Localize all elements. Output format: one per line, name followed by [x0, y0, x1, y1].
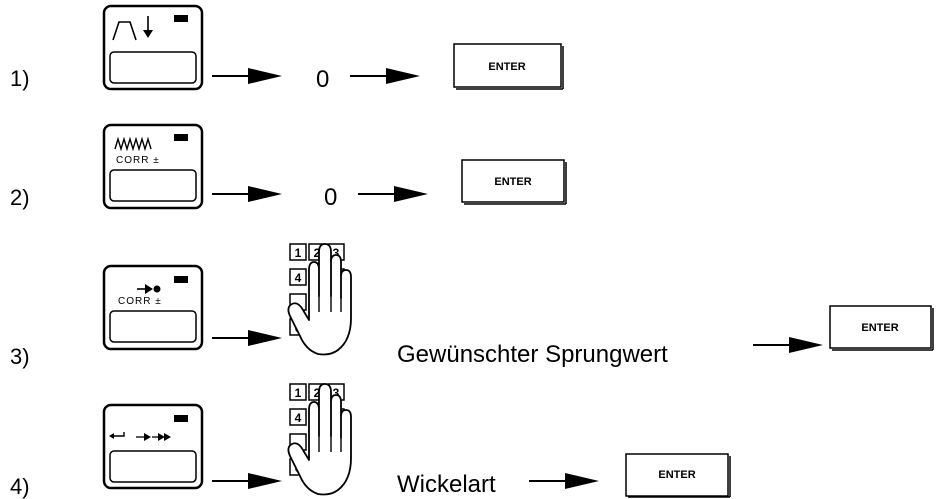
enter-label: ENTER — [658, 469, 695, 481]
step-3-number: 3) — [10, 344, 30, 369]
step-4: 4) 1 2 — [10, 384, 730, 499]
arrow-icon — [212, 473, 282, 489]
step-2: 2) CORR ± 0 ENTER — [10, 125, 566, 211]
enter-label: ENTER — [861, 322, 898, 334]
step-1-function-key[interactable] — [104, 6, 202, 89]
led-indicator — [174, 276, 188, 283]
arrow-icon — [529, 473, 599, 489]
step-4-keypad[interactable]: 1 2 3 4 0 — [288, 384, 351, 495]
enter-key[interactable]: ENTER — [830, 306, 933, 350]
led-indicator — [174, 134, 188, 141]
step-3: 3) CORR ± 1 2 3 4 — [10, 244, 933, 369]
enter-label: ENTER — [488, 61, 525, 73]
step-1-number: 1) — [10, 66, 30, 91]
key-display-field — [110, 52, 196, 83]
arrow-icon — [212, 68, 282, 84]
key-display-field — [110, 451, 196, 482]
enter-key[interactable]: ENTER — [462, 160, 566, 204]
enter-label: ENTER — [494, 176, 531, 188]
led-indicator — [174, 15, 188, 22]
arrow-icon — [212, 186, 282, 202]
keypad-digit: 1 — [295, 246, 302, 260]
led-indicator — [174, 415, 188, 422]
keypad-digit: 1 — [295, 386, 302, 400]
key-caption: CORR ± — [116, 155, 160, 166]
step-2-function-key[interactable]: CORR ± — [104, 125, 202, 208]
step-1-value: 0 — [316, 66, 329, 93]
step-3-function-key[interactable]: CORR ± — [104, 266, 202, 349]
arrow-icon — [350, 68, 420, 84]
step-2-number: 2) — [10, 185, 30, 210]
arrow-icon — [358, 186, 428, 202]
step-4-function-key[interactable] — [104, 405, 202, 488]
enter-key[interactable]: ENTER — [626, 454, 730, 497]
step-4-number: 4) — [10, 474, 30, 499]
arrow-icon — [212, 330, 282, 346]
step-2-value: 0 — [324, 184, 337, 211]
key-display-field — [110, 170, 196, 201]
enter-key[interactable]: ENTER — [454, 44, 563, 89]
key-display-field — [110, 311, 196, 342]
keypad-digit: 4 — [295, 271, 302, 285]
step-4-value: Wickelart — [397, 471, 496, 498]
step-3-value: Gewünschter Sprungwert — [397, 341, 668, 368]
keypad-digit: 4 — [295, 411, 302, 425]
step-1: 1) 0 ENTER — [10, 6, 563, 93]
key-caption: CORR ± — [118, 296, 162, 307]
step-3-keypad[interactable]: 1 2 3 4 0 — [288, 244, 351, 355]
arrow-icon — [753, 337, 823, 353]
